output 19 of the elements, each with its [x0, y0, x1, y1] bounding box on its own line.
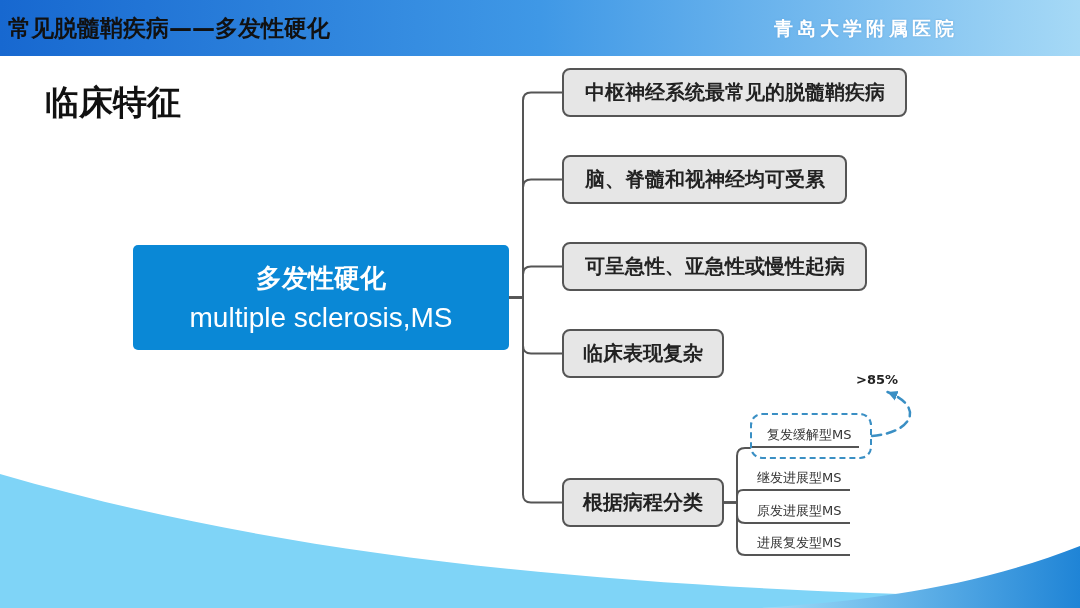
topic-box: [133, 245, 509, 350]
curved-arrow: [870, 390, 912, 438]
value-label: >85%: [856, 370, 898, 391]
branch-label: 复发缓解型MS: [752, 423, 859, 448]
topic-title: 多发性硬化: [256, 261, 386, 295]
branch-label: 继发进展型MS: [745, 466, 850, 491]
slide-title: 常见脱髓鞘疾病——多发性硬化: [8, 14, 330, 43]
section-heading: 临床特征: [45, 81, 181, 124]
branch-line: [723, 501, 746, 556]
hospital-name: 青岛大学附属医院: [774, 16, 958, 41]
topic-subtitle: multiple sclerosis,MS: [189, 300, 453, 335]
topic-box: 脑、脊髓和视神经均可受累: [562, 155, 847, 204]
branch-label: 原发进展型MS: [745, 499, 850, 524]
topic-box: 中枢神经系统最常见的脱髓鞘疾病: [562, 68, 907, 117]
topic-box: 临床表现复杂: [562, 329, 724, 378]
branch-label: 进展复发型MS: [745, 531, 850, 556]
highlight-frame: [750, 413, 872, 459]
topic-box: 根据病程分类: [562, 478, 724, 527]
topic-box: 可呈急性、亚急性或慢性起病: [562, 242, 867, 291]
